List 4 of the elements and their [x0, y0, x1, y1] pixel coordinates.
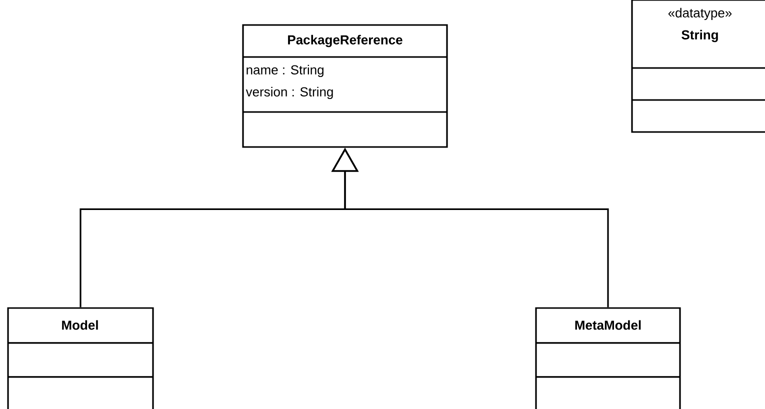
class-box: Model — [7, 307, 154, 409]
class-box: PackageReference name : String version : String — [242, 24, 448, 148]
class-box: «datatype» String — [631, 0, 765, 133]
class-box: MetaModel — [535, 307, 681, 409]
